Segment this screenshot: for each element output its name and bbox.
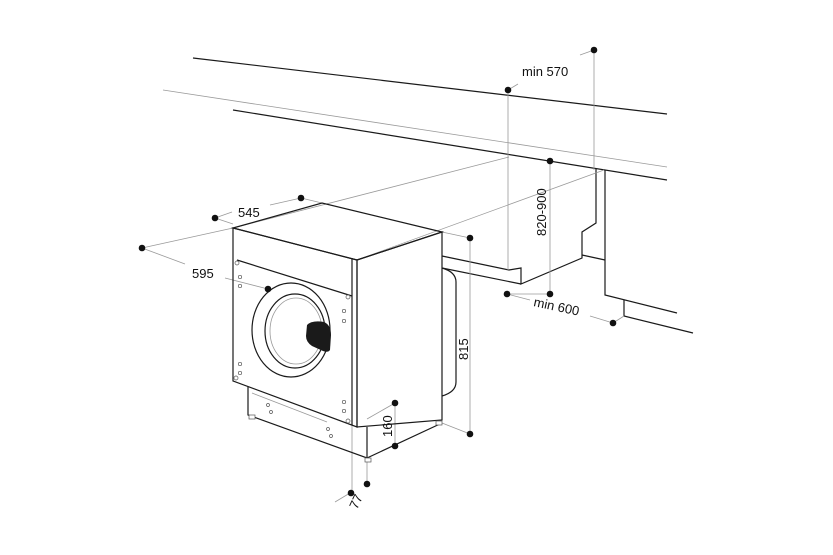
side-hose bbox=[441, 267, 457, 397]
plinth-recess-label: 77 bbox=[346, 492, 366, 511]
depth-label: 545 bbox=[238, 205, 260, 220]
dimension-endpoints bbox=[138, 46, 617, 497]
plinth-height-label: 160 bbox=[380, 415, 395, 437]
door-handle bbox=[306, 321, 331, 352]
machine-side bbox=[356, 231, 443, 428]
screw-holes bbox=[233, 260, 351, 438]
machine-top bbox=[230, 202, 445, 261]
height-label: 815 bbox=[456, 338, 471, 360]
width-label: 595 bbox=[192, 266, 214, 281]
niche-width-label: min 600 bbox=[532, 294, 580, 318]
worktop-lines bbox=[162, 57, 668, 181]
worktop-height-label: 820-900 bbox=[534, 188, 549, 236]
washing-machine bbox=[230, 202, 457, 463]
plinth bbox=[247, 387, 443, 459]
cabinet-outline bbox=[441, 168, 694, 334]
cabinet-depth-label: min 570 bbox=[522, 64, 568, 79]
